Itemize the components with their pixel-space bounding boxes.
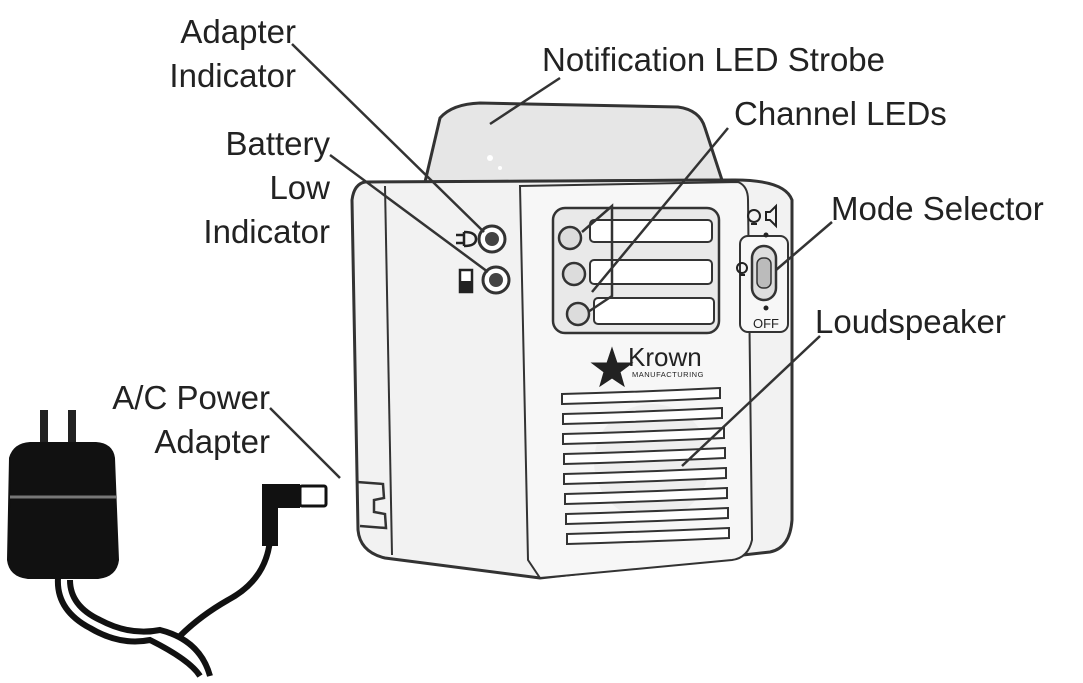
leader-lines bbox=[269, 43, 833, 479]
power-adapter-icon bbox=[6, 410, 328, 678]
channel-led-3 bbox=[565, 301, 591, 327]
mode-selector-knob bbox=[756, 257, 772, 289]
bulb-icon bbox=[747, 209, 761, 225]
strobe-dome bbox=[423, 101, 725, 184]
channel-led-1 bbox=[557, 225, 583, 251]
channel-slot bbox=[593, 297, 715, 325]
battery-low-indicator-label-line: Battery bbox=[225, 125, 330, 162]
bulb-icon bbox=[736, 262, 748, 276]
brand-name: Krown bbox=[628, 342, 702, 372]
star-logo-icon bbox=[590, 346, 634, 388]
battery-icon bbox=[458, 268, 474, 294]
channel-slot bbox=[589, 259, 713, 285]
loudspeaker-label: Loudspeaker bbox=[815, 303, 1006, 340]
brand-subtitle: MANUFACTURING bbox=[632, 370, 704, 379]
adapter-indicator-label-line: Indicator bbox=[169, 57, 296, 94]
ac-power-adapter-label-line: Adapter bbox=[154, 423, 270, 460]
notification-strobe-label: Notification LED Strobe bbox=[542, 41, 886, 78]
switch-off-label: OFF bbox=[753, 316, 779, 331]
battery-low-indicator-label-line: Low bbox=[269, 169, 330, 206]
speaker-grille bbox=[561, 386, 730, 546]
position-dot bbox=[763, 232, 769, 238]
channel-slot bbox=[589, 219, 713, 243]
side-panel bbox=[384, 185, 393, 556]
adapter-indicator-label-line: Adapter bbox=[180, 13, 296, 50]
battery-low-indicator-label-line: Indicator bbox=[203, 213, 330, 250]
plug-icon bbox=[456, 230, 478, 248]
adapter-indicator-label: Adapter Indicator bbox=[140, 10, 296, 98]
strobe-highlight bbox=[487, 155, 493, 161]
battery-low-led-core bbox=[489, 273, 503, 287]
ac-power-adapter-label: A/C Power Adapter bbox=[70, 376, 270, 464]
position-dot bbox=[763, 305, 769, 311]
adapter-indicator-led-core bbox=[485, 232, 499, 246]
battery-low-indicator-label: Battery Low Indicator bbox=[170, 122, 330, 254]
mode-selector-label: Mode Selector bbox=[831, 190, 1044, 227]
channel-leds-label: Channel LEDs bbox=[734, 95, 947, 132]
power-jack bbox=[356, 480, 388, 530]
ac-power-adapter-label-line: A/C Power bbox=[112, 379, 270, 416]
strobe-highlight bbox=[498, 166, 502, 170]
channel-led-2 bbox=[561, 261, 587, 287]
speaker-icon bbox=[765, 203, 777, 229]
